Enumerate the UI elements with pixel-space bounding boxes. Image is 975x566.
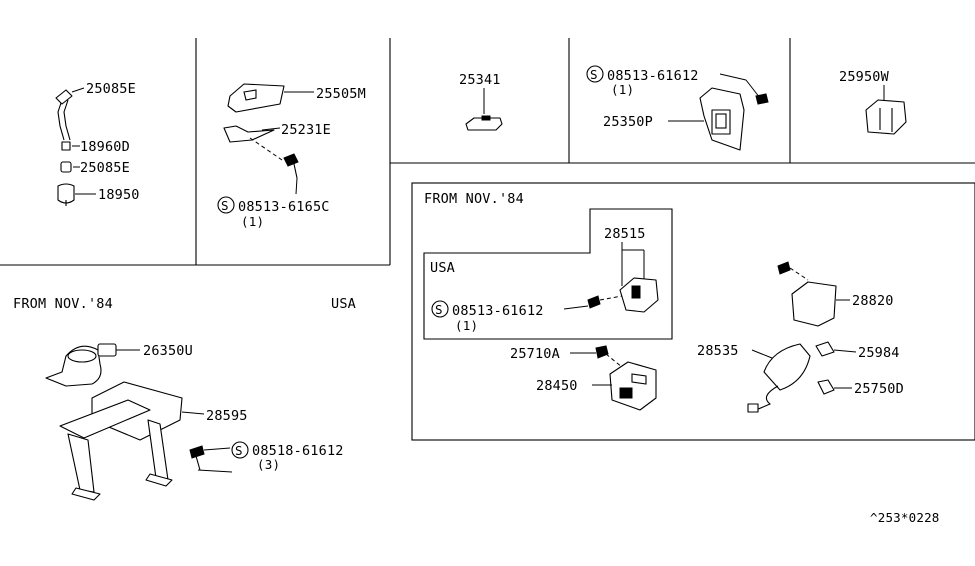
unit-28820-icon bbox=[791, 281, 837, 327]
hose-end-icon bbox=[55, 89, 73, 105]
s-mark-label-4: S bbox=[435, 302, 443, 317]
label-25085e-top: 25085E bbox=[86, 81, 136, 97]
panel-vacuum-hose: 25085E 18960D 25085E 18950 bbox=[55, 81, 140, 206]
label-25984: 25984 bbox=[858, 345, 900, 361]
label-28595: 28595 bbox=[206, 408, 248, 424]
panel-25950w: 25950W bbox=[839, 69, 907, 135]
label-bolt-a-qty: (1) bbox=[241, 214, 264, 229]
grommet-25750d-icon bbox=[817, 379, 835, 395]
label-25750d: 25750D bbox=[854, 381, 904, 397]
label-18950: 18950 bbox=[98, 187, 140, 203]
switch-25950w-icon bbox=[865, 99, 907, 135]
bolt-icon-4 bbox=[587, 295, 601, 309]
clip-25984-icon bbox=[815, 341, 835, 357]
bolt-icon-2 bbox=[755, 93, 769, 105]
label-25505m: 25505M bbox=[316, 86, 366, 102]
label-from-nov-left: FROM NOV.'84 bbox=[13, 296, 113, 312]
label-bolt-d-qty: (1) bbox=[455, 318, 478, 333]
footer-code: ^253*0228 bbox=[870, 510, 940, 525]
label-28450: 28450 bbox=[536, 378, 578, 394]
label-usa-left: USA bbox=[331, 296, 356, 312]
label-28535: 28535 bbox=[697, 343, 739, 359]
vacuum-tank-18950-icon bbox=[57, 183, 75, 204]
label-18960d: 18960D bbox=[80, 139, 130, 155]
panel-25350p: S 08513-61612 (1) 25350P bbox=[586, 65, 769, 151]
label-25350p: 25350P bbox=[603, 114, 653, 130]
label-bolt-b-number: 08513-61612 bbox=[607, 68, 699, 84]
panel-25341: 25341 bbox=[459, 72, 503, 131]
panel-from-nov-84-frame: FROM NOV.'84 USA 28515 S 08513-61612 (1)… bbox=[411, 182, 975, 441]
s-mark-label-3: S bbox=[235, 443, 243, 458]
sensor-28535-icon bbox=[763, 343, 811, 391]
label-25710a: 25710A bbox=[510, 346, 560, 362]
bracket-25231e-icon bbox=[223, 125, 275, 143]
label-bolt-b-qty: (1) bbox=[611, 82, 634, 97]
s-mark-icon-4 bbox=[431, 300, 449, 318]
panel-dividers bbox=[0, 38, 975, 266]
label-bolt-d-number: 08513-61612 bbox=[452, 303, 544, 319]
label-28820: 28820 bbox=[852, 293, 894, 309]
horn-26350u-icon bbox=[45, 345, 102, 387]
s-mark-icon-3 bbox=[231, 441, 249, 459]
s-mark-icon-2 bbox=[586, 65, 604, 83]
label-28515: 28515 bbox=[604, 226, 646, 242]
bracket-leg-left-icon bbox=[67, 433, 95, 493]
connector-25085e-icon bbox=[60, 161, 72, 173]
label-usa-box: USA bbox=[430, 260, 455, 276]
s-mark-icon bbox=[217, 196, 235, 214]
label-from-nov-box: FROM NOV.'84 bbox=[424, 191, 524, 207]
label-25341: 25341 bbox=[459, 72, 501, 88]
relay-25341-icon bbox=[465, 117, 503, 131]
label-25231e: 25231E bbox=[281, 122, 331, 138]
label-25950w: 25950W bbox=[839, 69, 890, 85]
bracket-leg-right-icon bbox=[147, 419, 169, 481]
bolt-icon-5 bbox=[595, 345, 609, 359]
label-25085e-bottom: 25085E bbox=[80, 160, 130, 176]
s-mark-label: S bbox=[221, 198, 229, 213]
bolt-icon-3 bbox=[189, 445, 205, 459]
label-bolt-c-number: 08518-61612 bbox=[252, 443, 344, 459]
valve-18960d-icon bbox=[61, 141, 71, 151]
module-28450-icon bbox=[609, 361, 657, 411]
bolt-head-icon bbox=[283, 153, 299, 167]
bolt-icon-6 bbox=[777, 261, 791, 275]
label-26350u: 26350U bbox=[143, 343, 193, 359]
usa-subframe bbox=[423, 208, 673, 340]
panel-horn-bracket: FROM NOV.'84 USA 26350U 28595 S 08518-61… bbox=[13, 296, 356, 501]
s-mark-label-2: S bbox=[590, 67, 598, 82]
label-bolt-c-qty: (3) bbox=[257, 457, 280, 472]
panel-relay-cover: 25505M 25231E S 08513-6165C (1) bbox=[217, 83, 366, 229]
label-bolt-a-number: 08513-6165C bbox=[238, 199, 330, 215]
connector-icon bbox=[747, 403, 759, 413]
